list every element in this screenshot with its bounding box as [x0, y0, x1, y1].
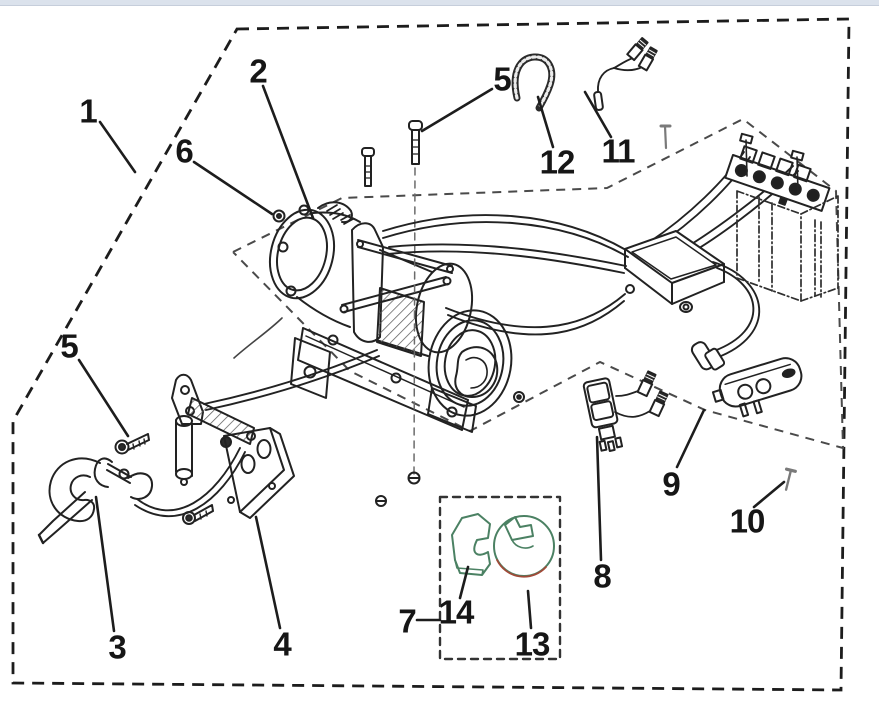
flange-nut	[272, 209, 286, 223]
leader-line-13	[526, 589, 533, 630]
leader-line-5	[420, 87, 494, 133]
washer-small	[513, 391, 525, 403]
page-top-strip	[0, 0, 879, 6]
winch-steel-cable	[134, 349, 380, 517]
leader-line-4	[254, 515, 282, 630]
leader-line-11	[583, 90, 613, 139]
leader-line-8	[595, 435, 603, 562]
bolt-top-long	[408, 120, 423, 165]
rocker-switch	[582, 370, 669, 452]
remote-plug	[690, 341, 726, 371]
leader-line-3	[94, 495, 116, 633]
set-screw-b	[375, 495, 387, 507]
winch-motor	[269, 201, 361, 328]
winch-assembly	[233, 201, 513, 433]
leader-line-14	[458, 565, 470, 600]
leader-line-10	[752, 480, 786, 509]
cam-part-13	[493, 515, 555, 578]
leader-line-6	[192, 160, 274, 216]
switch-harness	[593, 37, 658, 111]
remote-plug-cable	[712, 261, 761, 359]
bolt-top-short	[361, 147, 375, 187]
mount-bolt-upper	[114, 433, 150, 455]
battery	[724, 132, 839, 302]
leader-line-5	[77, 358, 130, 438]
screw-top-right	[659, 124, 672, 150]
screw-item-10	[784, 467, 797, 491]
pawl-part-14	[451, 513, 491, 576]
service-parts-box	[438, 495, 562, 661]
leader-line-9	[675, 408, 706, 469]
leader-line-2	[261, 84, 315, 220]
leader-line-1	[98, 120, 137, 174]
set-screw-a	[407, 471, 421, 485]
winch-right-flange	[414, 262, 474, 354]
winch-clutch-housing	[427, 309, 513, 417]
subassembly-boundary	[232, 117, 845, 450]
kit-outer-boundary	[11, 17, 851, 692]
leader-line-12	[536, 95, 555, 149]
mount-bolt-lower	[182, 504, 214, 525]
remote-control	[711, 357, 803, 418]
mount-plate-assembly	[171, 373, 295, 519]
cable-guide-wire	[233, 317, 283, 359]
contactor-box	[624, 230, 725, 313]
hook-assembly	[37, 457, 154, 545]
jumper-cable	[511, 53, 556, 112]
callout-leader-lines	[77, 84, 786, 633]
winch-mount-channel	[290, 327, 477, 433]
